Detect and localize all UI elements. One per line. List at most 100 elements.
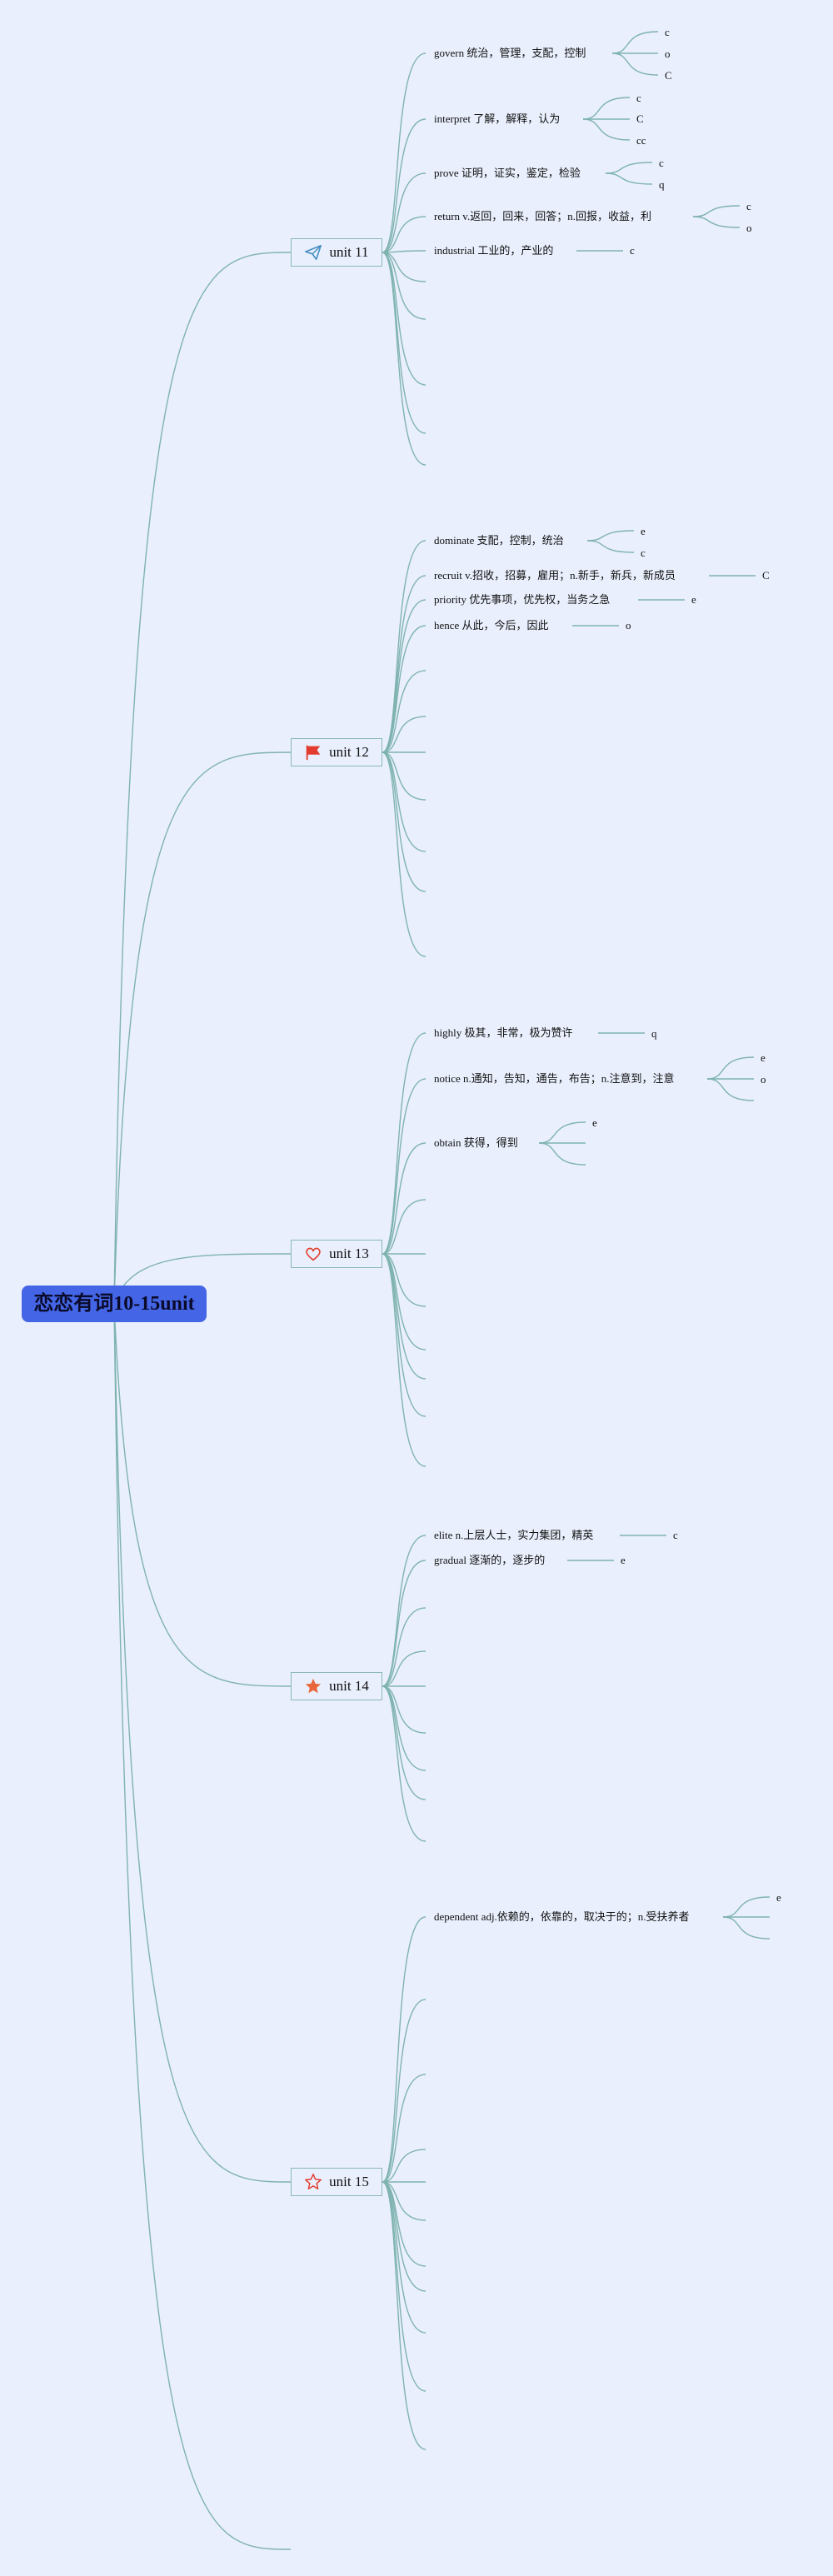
word-node[interactable]: hence 从此，今后，因此 xyxy=(434,619,549,632)
leaf-node[interactable]: o xyxy=(761,1073,766,1086)
unit-branch-edge xyxy=(382,172,426,253)
leaf-node[interactable]: c xyxy=(641,547,646,559)
word-node[interactable]: elite n.上层人士，实力集团，精英 xyxy=(434,1529,594,1541)
word-node[interactable]: prove 证明，证实，鉴定，检验 xyxy=(434,167,581,179)
word-node[interactable]: recruit v.招收，招募，雇用；n.新手，新兵，新成员 xyxy=(434,569,676,582)
unit-branch-edge xyxy=(382,216,426,253)
unit-branch-edge xyxy=(382,1142,426,1255)
star-filled-icon xyxy=(304,1677,322,1695)
root-label: 恋恋有词10-15unit xyxy=(33,1293,195,1315)
leaf-node[interactable]: c xyxy=(746,200,751,212)
unit-branch-edge xyxy=(382,2181,426,2292)
paper-plane-icon xyxy=(304,243,322,262)
unit-label: unit 14 xyxy=(329,1678,369,1694)
unit-branch-edge xyxy=(382,599,426,753)
unit-node-11[interactable]: unit 11 xyxy=(291,238,382,267)
root-node[interactable]: 恋恋有词10-15unit xyxy=(22,1286,207,1322)
leaf-node[interactable]: e xyxy=(621,1554,626,1566)
unit-branch-edge xyxy=(382,252,426,282)
leaf-node[interactable]: e xyxy=(761,1051,766,1064)
word-node[interactable]: highly 极其，非常，极为赞许 xyxy=(434,1026,573,1039)
leaf-node[interactable]: C xyxy=(665,69,672,82)
word-node[interactable]: obtain 获得，得到 xyxy=(434,1136,518,1149)
unit-label: unit 15 xyxy=(329,2174,369,2189)
word-node[interactable]: notice n.通知，告知，通告，布告；n.注意到，注意 xyxy=(434,1072,675,1085)
leaf-edge xyxy=(605,172,653,185)
leaf-node[interactable]: e xyxy=(776,1891,781,1904)
unit-node-14[interactable]: unit 14 xyxy=(291,1672,382,1700)
unit-branch-edge xyxy=(382,1253,426,1380)
leaf-edge xyxy=(582,97,631,120)
root-branch-edge xyxy=(113,751,292,1305)
leaf-node[interactable]: q xyxy=(659,178,665,191)
unit-label: unit 13 xyxy=(329,1246,369,1261)
unit-branch-edge xyxy=(382,252,426,434)
leaf-node[interactable]: q xyxy=(651,1027,657,1040)
leaf-node[interactable]: o xyxy=(626,619,631,632)
unit-branch-edge xyxy=(382,252,426,386)
unit-branch-edge xyxy=(382,540,426,753)
star-outline-icon xyxy=(304,2173,322,2191)
flag-icon xyxy=(304,743,322,761)
leaf-edge xyxy=(706,1056,755,1080)
unit-branch-edge xyxy=(382,1650,426,1687)
unit-label: unit 11 xyxy=(329,244,369,260)
leaf-node[interactable]: C xyxy=(636,112,644,125)
heart-icon xyxy=(304,1245,322,1263)
unit-branch-edge xyxy=(382,1253,426,1307)
word-node[interactable]: industrial 工业的，产业的 xyxy=(434,244,554,257)
unit-node-12[interactable]: unit 12 xyxy=(291,738,382,766)
leaf-edge xyxy=(611,52,659,76)
unit-branch-edge xyxy=(382,716,426,753)
leaf-node[interactable]: c xyxy=(665,26,670,38)
leaf-node[interactable]: c xyxy=(659,157,664,169)
unit-label: unit 12 xyxy=(329,744,369,760)
unit-branch-edge xyxy=(382,1199,426,1255)
word-node[interactable]: gradual 逐渐的，逐步的 xyxy=(434,1554,546,1566)
word-node[interactable]: interpret 了解，解释，认为 xyxy=(434,112,561,125)
leaf-edge xyxy=(582,118,631,141)
unit-branch-edge xyxy=(382,118,426,253)
root-branch-edge xyxy=(113,1303,292,2183)
word-node[interactable]: dependent adj.依赖的，依靠的，取决于的；n.受扶养者 xyxy=(434,1910,690,1923)
leaf-edge xyxy=(538,1121,586,1144)
unit-branch-edge xyxy=(382,1685,426,1771)
leaf-node[interactable]: o xyxy=(746,222,752,234)
root-branch-edge xyxy=(113,1303,292,1687)
leaf-node[interactable]: c xyxy=(673,1529,678,1541)
leaf-node[interactable]: cc xyxy=(636,134,646,147)
leaf-edge xyxy=(538,1142,586,1166)
word-node[interactable]: priority 优先事项，优先权，当务之急 xyxy=(434,593,611,606)
leaf-node[interactable]: e xyxy=(592,1116,597,1129)
unit-branch-edge xyxy=(382,751,426,852)
root-branch-edge xyxy=(113,252,292,1305)
leaf-node[interactable]: c xyxy=(630,244,635,257)
unit-branch-edge xyxy=(382,1685,426,1734)
unit-node-15[interactable]: unit 15 xyxy=(291,2168,382,2196)
leaf-node[interactable]: e xyxy=(641,525,646,537)
unit-branch-edge xyxy=(382,252,426,466)
unit-branch-edge xyxy=(382,751,426,801)
unit-branch-edge xyxy=(382,2149,426,2183)
leaf-edge xyxy=(605,162,653,174)
unit-branch-edge xyxy=(382,625,426,753)
leaf-node[interactable]: c xyxy=(636,92,641,104)
leaf-edge xyxy=(706,1078,755,1101)
leaf-edge xyxy=(722,1896,771,1918)
unit-node-13[interactable]: unit 13 xyxy=(291,1240,382,1268)
word-node[interactable]: govern 统治，管理，支配，控制 xyxy=(434,47,586,59)
word-node[interactable]: dominate 支配，控制，统治 xyxy=(434,534,564,547)
unit-branch-edge xyxy=(382,250,426,253)
word-node[interactable]: return v.返回，回来，回答；n.回报，收益，利 xyxy=(434,210,651,222)
leaf-edge xyxy=(586,530,635,542)
unit-branch-edge xyxy=(382,52,426,253)
unit-branch-edge xyxy=(382,1032,426,1255)
leaf-node[interactable]: o xyxy=(665,47,671,60)
leaf-node[interactable]: e xyxy=(691,593,696,606)
unit-branch-edge xyxy=(382,1535,426,1687)
unit-branch-edge xyxy=(382,2074,426,2183)
unit-branch-edge xyxy=(382,1078,426,1255)
leaf-node[interactable]: C xyxy=(762,569,770,582)
unit-branch-edge xyxy=(382,1916,426,2183)
